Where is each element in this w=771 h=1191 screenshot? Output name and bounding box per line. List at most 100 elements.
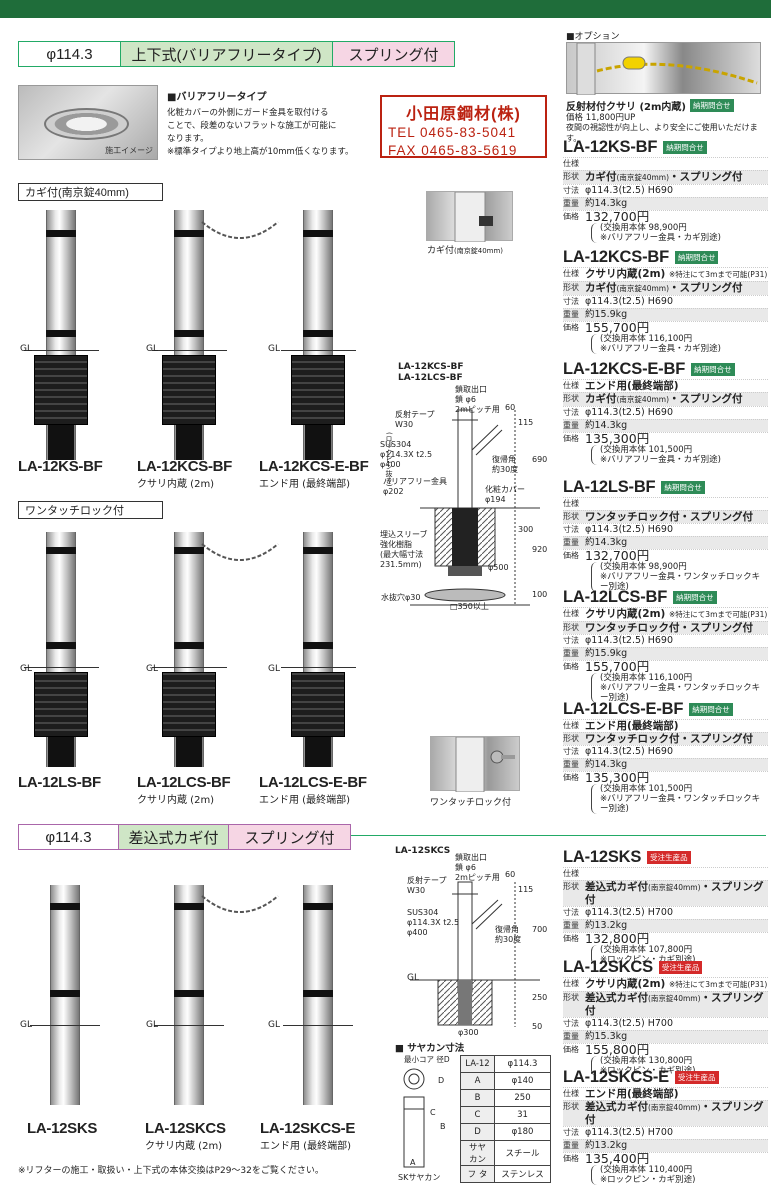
spec-main: クサリ内蔵(2m) bbox=[585, 608, 666, 620]
option-badge: 納期問合せ bbox=[690, 99, 734, 112]
value-spec: クサリ内蔵(2m) ※特注にて3mまで可能(P31) bbox=[585, 978, 768, 991]
gl-label-10: GL bbox=[407, 973, 419, 983]
row-shape: 形状差込式カギ付(南京錠40mm)・スプリング付 bbox=[563, 880, 768, 906]
row-shape: 形状カギ付(南京錠40mm)・スプリング付 bbox=[563, 170, 768, 184]
d2-sus-1: SUS304 bbox=[407, 908, 439, 917]
price-note-1: (交換用本体 98,900円 bbox=[600, 223, 687, 233]
barrier-free-info: ■バリアフリータイプ 化粧カバーの外側にガード金具を取付ける ことで、段差のない… bbox=[167, 88, 367, 159]
row-spec: 仕様 bbox=[563, 867, 768, 880]
product-name: LA-12LCS-BF bbox=[137, 774, 231, 791]
dealer-stamp: 小田原鋼材(株) TEL 0465-83-5041 FAX 0465-83-56… bbox=[380, 95, 547, 158]
spec-name: LA-12KS-BF bbox=[563, 138, 658, 156]
group-onetouch-label: ワンタッチロック付 bbox=[18, 501, 163, 519]
shape-main: 差込式カギ付 bbox=[585, 1101, 648, 1113]
cover-plate-shape bbox=[44, 108, 129, 140]
row-shape: 形状差込式カギ付(南京錠40mm)・スプリング付 bbox=[563, 1100, 768, 1126]
shape-tail: ・スプリング付 bbox=[669, 282, 743, 294]
sayakan-core: 最小コア 径D bbox=[404, 1055, 450, 1064]
label-price: 価格 bbox=[563, 212, 579, 221]
ground-line bbox=[281, 350, 356, 351]
sayakan-key: C bbox=[460, 1106, 495, 1124]
row-spec: 仕様クサリ内蔵(2m) ※特注にて3mまで可能(P31) bbox=[563, 977, 768, 991]
label-size: 寸法 bbox=[563, 747, 579, 756]
d1-sleeve-1: 埋込スリーブ bbox=[380, 530, 428, 539]
row-weight: 重量約14.3kg bbox=[563, 758, 768, 771]
value-size: φ114.3(t2.5) H700 bbox=[585, 1127, 674, 1138]
reflective-band-bottom bbox=[174, 642, 204, 649]
sleeve-base bbox=[34, 672, 88, 737]
spec-name: LA-12KCS-BF bbox=[563, 248, 669, 266]
ground-line bbox=[24, 350, 99, 351]
sayakan-value: スチール bbox=[494, 1140, 551, 1166]
d1-sus-1: SUS304 bbox=[380, 440, 412, 449]
label-weight: 重量 bbox=[563, 538, 579, 547]
dealer-tel: TEL 0465-83-5041 bbox=[388, 125, 517, 140]
d1-tape-1: 反射テープ bbox=[395, 410, 435, 419]
d1-cover-1: 化粧カバー bbox=[485, 485, 525, 494]
price-note-1: (交換用本体 98,900円 bbox=[600, 562, 687, 572]
product-sub: クサリ内蔵 (2m) bbox=[145, 1141, 223, 1152]
value-price: 132,700円 bbox=[585, 548, 650, 563]
diagram1-titles: LA-12KCS-BF LA-12LCS-BF bbox=[398, 362, 464, 384]
ground-line bbox=[152, 667, 227, 668]
d2-sus-3: φ400 bbox=[407, 928, 428, 937]
spec-badge: 受注生産品 bbox=[675, 1071, 719, 1084]
label-price: 価格 bbox=[563, 773, 579, 782]
barrier-free-desc-2: ことで、段差のないフラットな施工が可能に bbox=[167, 121, 337, 131]
d1-guard-2: φ202 bbox=[383, 487, 404, 496]
d1-sus-3: φ400 bbox=[380, 460, 401, 469]
row-weight: 重量約14.3kg bbox=[563, 536, 768, 549]
product-sub: クサリ内蔵 (2m) bbox=[137, 795, 215, 806]
label-spec: 仕様 bbox=[563, 381, 579, 390]
label-spec: 仕様 bbox=[563, 979, 579, 988]
spec-main: クサリ内蔵(2m) bbox=[585, 268, 666, 280]
price-note: (交換用本体 98,900円※バリアフリー金具・カギ別途) bbox=[591, 223, 768, 243]
sayakan-letter-a: A bbox=[410, 1158, 416, 1167]
value-weight: 約15.9kg bbox=[585, 648, 628, 659]
value-spec bbox=[585, 868, 768, 880]
price-note: (交換用本体 98,900円※バリアフリー金具・ワンタッチロックキー別途) bbox=[591, 562, 768, 592]
product-la-12skcs-e: LA-12SKCS-E エンド用 (最終端部) bbox=[260, 1120, 380, 1152]
sleeve-base bbox=[291, 672, 345, 737]
diagram1-title-1: LA-12KCS-BF bbox=[398, 362, 464, 372]
barrier-free-desc-1: 化粧カバーの外側にガード金具を取付ける bbox=[167, 108, 329, 118]
value-price-block: 135,300円(交換用本体 101,500円※バリアフリー金具・カギ別途) bbox=[585, 431, 768, 465]
value-price-block: 155,700円(交換用本体 116,100円※バリアフリー金具・ワンタッチロッ… bbox=[585, 660, 768, 703]
value-shape: ワンタッチロック付・スプリング付 bbox=[585, 622, 753, 634]
label-shape: 形状 bbox=[563, 283, 579, 292]
label-weight: 重量 bbox=[563, 649, 579, 658]
d2-chain-3: 2mピッチ用 bbox=[455, 873, 500, 882]
price-note-1: (交換用本体 107,800円 bbox=[600, 945, 693, 955]
section2-rule bbox=[351, 835, 766, 836]
section1-header: φ114.3 上下式(バリアフリータイプ) スプリング付 bbox=[18, 41, 455, 67]
diagram2-drawing bbox=[410, 881, 540, 1027]
gl-label-8: GL bbox=[146, 1020, 158, 1030]
option-price: 価格 11,800円UP bbox=[566, 113, 636, 123]
product-la-12ks-bf: LA-12KS-BF bbox=[18, 458, 128, 475]
gl-label-1: GL bbox=[20, 344, 32, 354]
shape-tail: ・スプリング付 bbox=[669, 171, 743, 183]
product-sub: エンド用 (最終端部) bbox=[259, 795, 350, 806]
price-note-1: (交換用本体 110,400円 bbox=[600, 1165, 693, 1175]
label-shape: 形状 bbox=[563, 394, 579, 403]
product-name: LA-12SKS bbox=[27, 1120, 98, 1137]
row-weight: 重量約13.2kg bbox=[563, 1139, 768, 1152]
value-weight: 約15.3kg bbox=[585, 1031, 628, 1042]
diagram2-title: LA-12SKCS bbox=[395, 846, 451, 856]
option-photo bbox=[566, 42, 761, 96]
value-price-block: 155,800円(交換用本体 130,800円※ロックピン・カギ別途) bbox=[585, 1043, 768, 1076]
value-price: 135,300円 bbox=[585, 431, 650, 446]
